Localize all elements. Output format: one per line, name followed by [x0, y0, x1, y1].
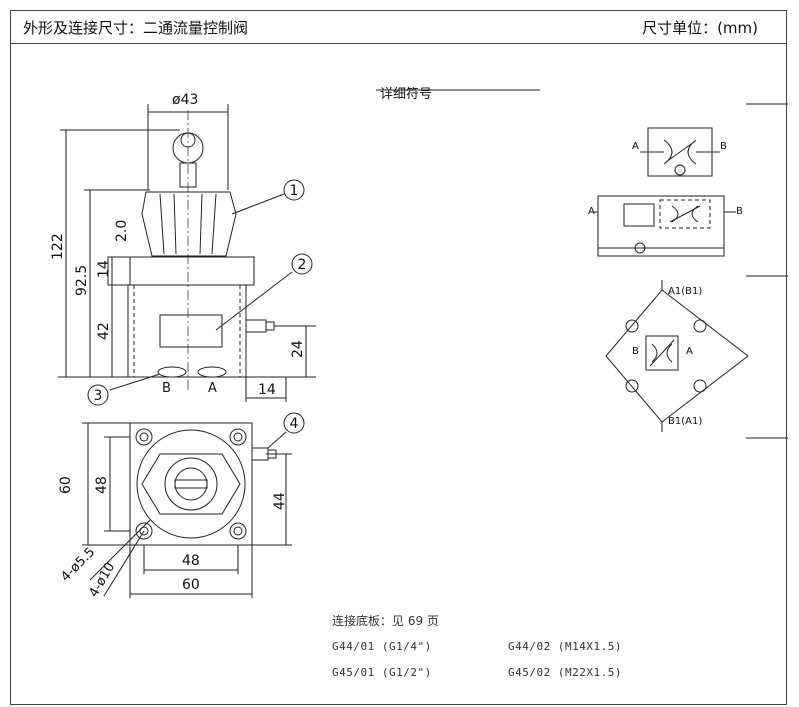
dim-h44: 44: [272, 492, 288, 510]
page-frame: 外形及连接尺寸：二通流量控制阀 尺寸单位：(mm): [10, 10, 787, 705]
port-label-a: A: [208, 381, 217, 396]
symbol-panel-header: 详细符号: [380, 86, 432, 102]
dim-h14: 14: [96, 260, 112, 278]
internal-spool: [159, 314, 223, 348]
bolt-hole-tr: [229, 428, 247, 446]
subplate-note: 连接底板：见 69 页: [332, 614, 439, 628]
dim-h122: 122: [50, 233, 66, 260]
symbol2-label-b: B: [736, 206, 743, 217]
symbol-detailed: [590, 195, 736, 257]
subplate-item-1: G44/01 (G1/4"): [332, 640, 432, 653]
gauge-port: [245, 319, 267, 333]
dim-h2-0: 2.0: [114, 220, 130, 242]
cap-outer-ring: [136, 429, 246, 539]
header-bar: 外形及连接尺寸：二通流量控制阀 尺寸单位：(mm): [11, 11, 786, 44]
dim-h24: 24: [290, 340, 306, 358]
callout-bubbles: 1 2 3 4: [87, 179, 313, 434]
symbol3-label-a: A: [686, 346, 693, 357]
side-view: [58, 104, 316, 402]
symbol3-label-top: A1(B1): [668, 286, 702, 297]
dim-h60: 60: [58, 476, 74, 494]
bolt-hole-br: [229, 522, 247, 540]
callout-4: 4: [290, 416, 299, 432]
knob-inner: [174, 467, 208, 501]
knob-outer: [164, 457, 218, 511]
dim-w48: 48: [182, 553, 200, 569]
dim-h92-5: 92.5: [74, 265, 90, 296]
port-label-b: B: [162, 381, 171, 396]
hex-flange: [141, 453, 241, 515]
bolt-hole-tl: [135, 428, 153, 446]
dim-w60: 60: [182, 577, 200, 593]
page-title: 外形及连接尺寸：二通流量控制阀: [23, 19, 249, 37]
dim-h42: 42: [96, 322, 112, 340]
top-body: [129, 422, 253, 546]
units-label: 尺寸单位：(mm): [642, 19, 758, 37]
bolt-hole-bl: [135, 522, 153, 540]
dim-h48: 48: [94, 476, 110, 494]
symbol1-label-a: A: [632, 141, 639, 152]
symbol-bridge: [605, 280, 749, 432]
knob-bar: [174, 479, 208, 489]
valve-body: [127, 284, 247, 378]
dim-d43: ø43: [172, 92, 198, 108]
subplate-item-2: G44/02 (M14X1.5): [508, 640, 622, 653]
port-a-seal: [197, 366, 227, 378]
symbol1-label-b: B: [720, 141, 727, 152]
subplate-item-4: G45/02 (M22X1.5): [508, 666, 622, 679]
symbol2-label-a: A: [588, 206, 595, 217]
top-gauge-port: [251, 447, 269, 461]
symbol-panel: [376, 89, 788, 439]
top-view: [82, 422, 292, 598]
ribbed-cap: [141, 191, 237, 257]
port-b-seal: [157, 366, 187, 378]
symbol-simple: [640, 127, 720, 177]
callout-2: 2: [298, 257, 307, 273]
symbol3-label-b: B: [632, 346, 639, 357]
callout-3: 3: [94, 388, 103, 404]
subplate-item-3: G45/01 (G1/2"): [332, 666, 432, 679]
dim-w14: 14: [258, 382, 276, 398]
callout-1: 1: [290, 183, 299, 199]
dim-holes-5-5: 4-ø5.5: [58, 545, 98, 585]
symbol3-label-bottom: B1(A1): [668, 416, 702, 427]
